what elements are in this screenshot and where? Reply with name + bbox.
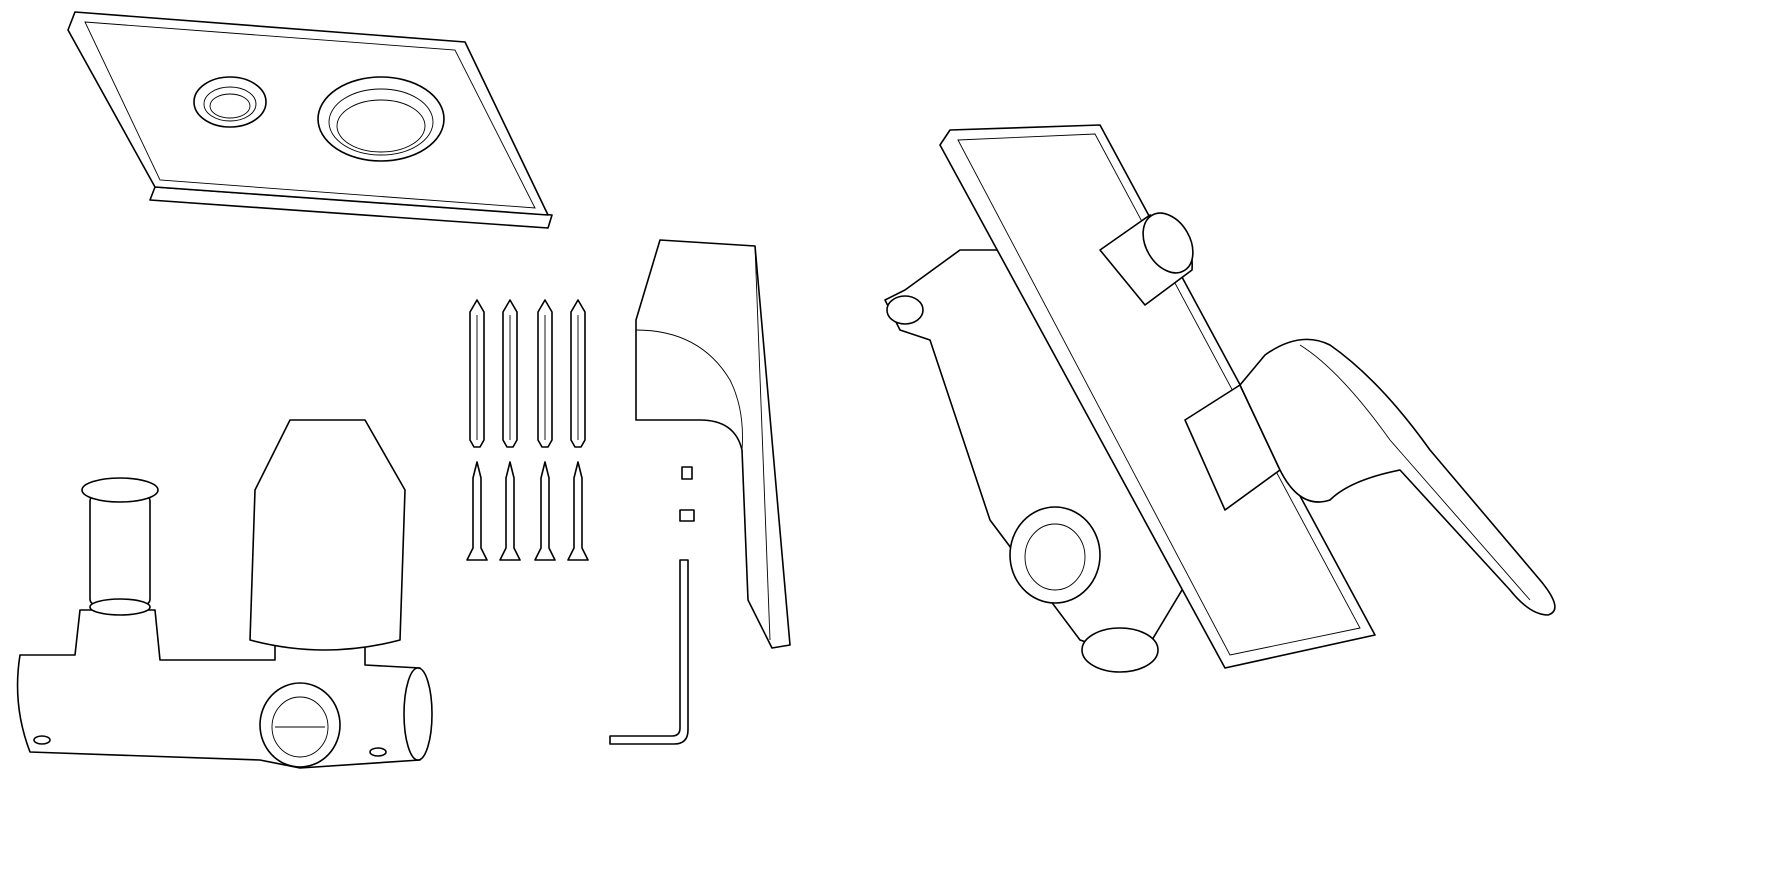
- allen-key: [609, 559, 689, 745]
- grub-screws: [679, 466, 695, 522]
- valve-body: [16, 419, 433, 769]
- wall-anchor: [469, 299, 485, 448]
- assembled-mixer: [884, 124, 1556, 673]
- wall-anchor: [537, 299, 553, 448]
- screw: [567, 461, 589, 561]
- screws: [466, 461, 589, 561]
- screw: [466, 461, 488, 561]
- wall-anchor: [570, 299, 586, 448]
- screw: [534, 461, 556, 561]
- lever-handle: [635, 239, 791, 649]
- wall-anchor: [502, 299, 518, 448]
- screw: [499, 461, 521, 561]
- wall-anchors: [469, 299, 586, 448]
- cover-plate: [67, 11, 553, 229]
